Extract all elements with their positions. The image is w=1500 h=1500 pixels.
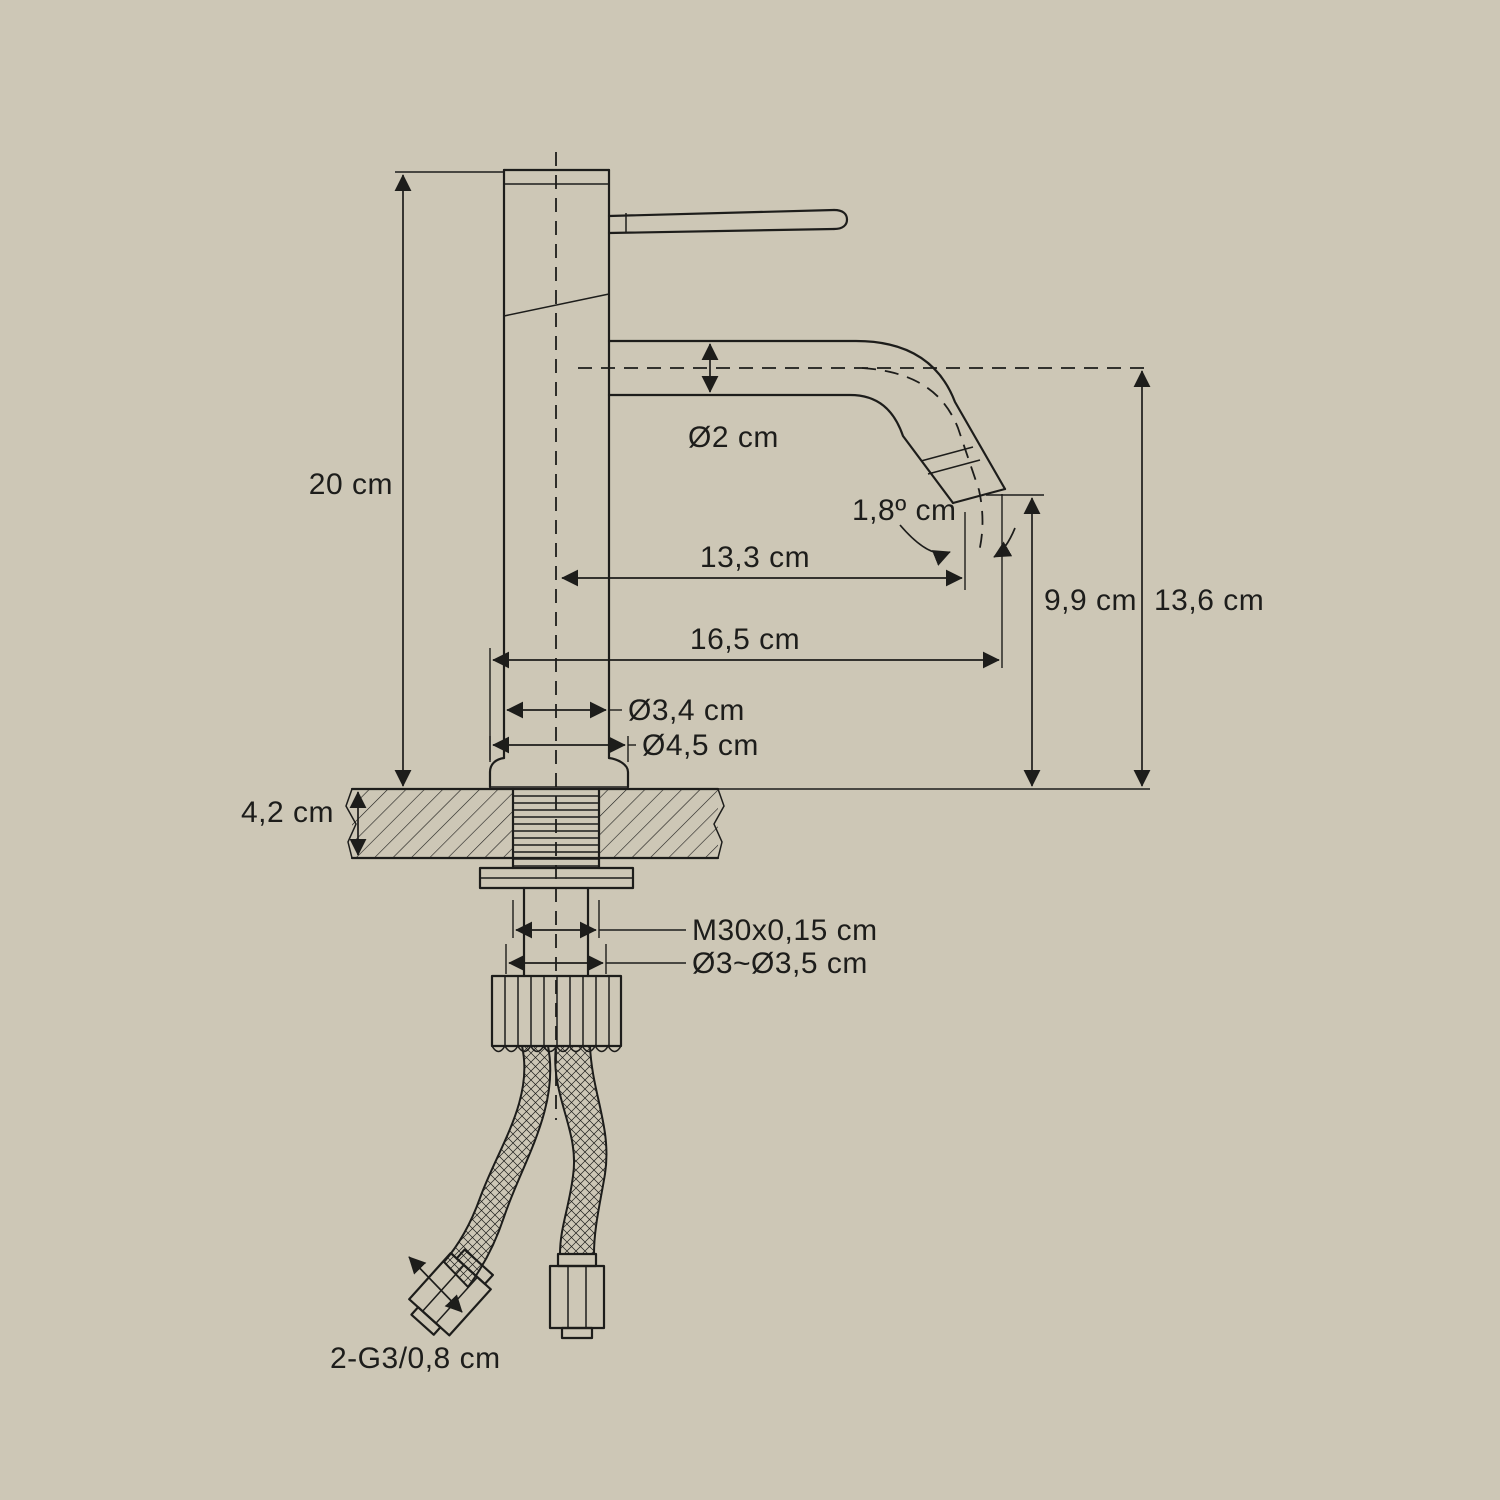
label-total-reach: 16,5 cm xyxy=(690,623,800,656)
spout-outlet-face xyxy=(951,487,1007,505)
label-center-to-outlet: 13,3 cm xyxy=(700,541,810,574)
aerator-seam-1 xyxy=(920,446,974,462)
label-body-diameter: Ø3,4 cm xyxy=(628,694,745,727)
dim-spout-diameter: Ø2 cm xyxy=(688,343,779,454)
dim-total-height: 20 cm xyxy=(309,171,504,787)
label-deck-thickness: 4,2 cm xyxy=(241,796,334,829)
label-thread-spec: M30x0,15 cm xyxy=(692,914,878,947)
dim-deck-thickness: 4,2 cm xyxy=(241,791,367,856)
aerator-seam-2 xyxy=(927,459,981,475)
handle-end-cap xyxy=(832,208,849,231)
label-hose-thread: 2-G3/0,8 cm xyxy=(330,1342,501,1375)
label-outlet-height: 9,9 cm xyxy=(1044,584,1137,617)
shank-threads xyxy=(514,795,598,867)
spout-flow-centerline xyxy=(861,367,984,553)
dim-thread-spec: M30x0,15 cm xyxy=(512,900,878,947)
label-outlet-angle: 1,8º cm xyxy=(852,494,957,527)
label-base-diameter: Ø4,5 cm xyxy=(642,729,759,762)
dim-outlet-angle: 1,8º cm xyxy=(852,494,1016,566)
dim-total-reach: 16,5 cm xyxy=(489,494,1003,760)
dim-base-diameter: Ø4,5 cm xyxy=(489,729,759,762)
dim-body-diameter: Ø3,4 cm xyxy=(506,694,745,727)
dim-center-to-outlet: 13,3 cm xyxy=(561,512,966,590)
faucet-handle xyxy=(607,208,849,235)
label-hole-diameter: Ø3~Ø3,5 cm xyxy=(692,947,868,980)
label-total-height: 20 cm xyxy=(309,468,393,501)
dim-outlet-height: 9,9 cm xyxy=(986,494,1137,787)
base-flange-left xyxy=(488,756,506,789)
dim-hose-thread: 2-G3/0,8 cm xyxy=(330,1256,501,1375)
countertop-break-right xyxy=(713,788,725,859)
dim-hole-diameter: Ø3~Ø3,5 cm xyxy=(505,944,868,980)
label-spout-height: 13,6 cm xyxy=(1154,584,1264,617)
countertop-hatch-right xyxy=(599,789,718,858)
knurled-nut-ridges xyxy=(504,976,610,1046)
label-spout-diameter: Ø2 cm xyxy=(688,421,779,454)
base-flange-right xyxy=(607,756,630,789)
swivel-joint-seam xyxy=(503,293,610,317)
countertop xyxy=(345,787,1150,860)
hose-fitting-right xyxy=(548,1252,606,1340)
countertop-hatch-left xyxy=(352,789,513,858)
faucet-spout xyxy=(607,339,1007,505)
supply-hoses xyxy=(408,1045,608,1340)
dim-spout-height: 13,6 cm xyxy=(1133,370,1264,787)
